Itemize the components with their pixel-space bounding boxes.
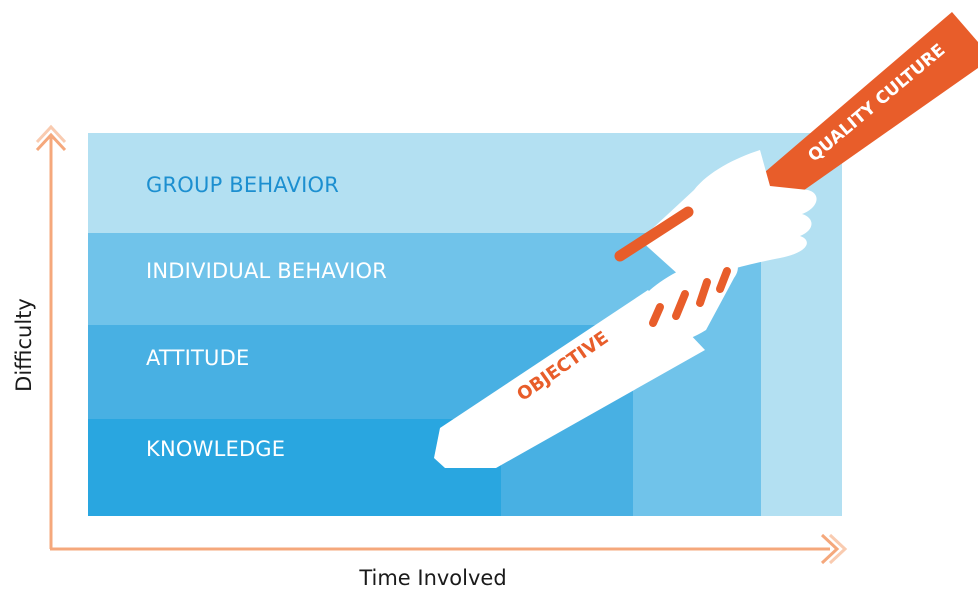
lower-hand-icon: [648, 255, 738, 343]
finger-mark-2: [672, 290, 689, 320]
band-knowledge: [88, 419, 501, 516]
level-label-individual-behavior: INDIVIDUAL BEHAVIOR: [146, 259, 387, 283]
level-label-group-behavior: GROUP BEHAVIOR: [146, 173, 339, 197]
quality-culture-sleeve: [752, 12, 978, 200]
finger-mark-4: [716, 267, 731, 293]
axes: [35, 124, 848, 565]
x-axis-label: Time Involved: [358, 566, 506, 589]
quality-culture-arm: QUALITY CULTURE: [752, 12, 978, 200]
finger-mark-1: [649, 303, 664, 327]
upper-hand-thumb-mark: [614, 206, 694, 262]
level-label-knowledge: KNOWLEDGE: [146, 437, 285, 461]
y-axis-label: Difficulty: [12, 298, 36, 392]
handshake-icon: [614, 150, 817, 343]
finger-mark-3: [696, 278, 711, 307]
objective-sleeve: [434, 290, 705, 468]
level-label-attitude: ATTITUDE: [146, 346, 249, 370]
upper-hand-icon: [640, 150, 817, 285]
x-axis-arrow-icon: [820, 533, 848, 565]
y-axis-arrow-icon: [35, 124, 67, 152]
